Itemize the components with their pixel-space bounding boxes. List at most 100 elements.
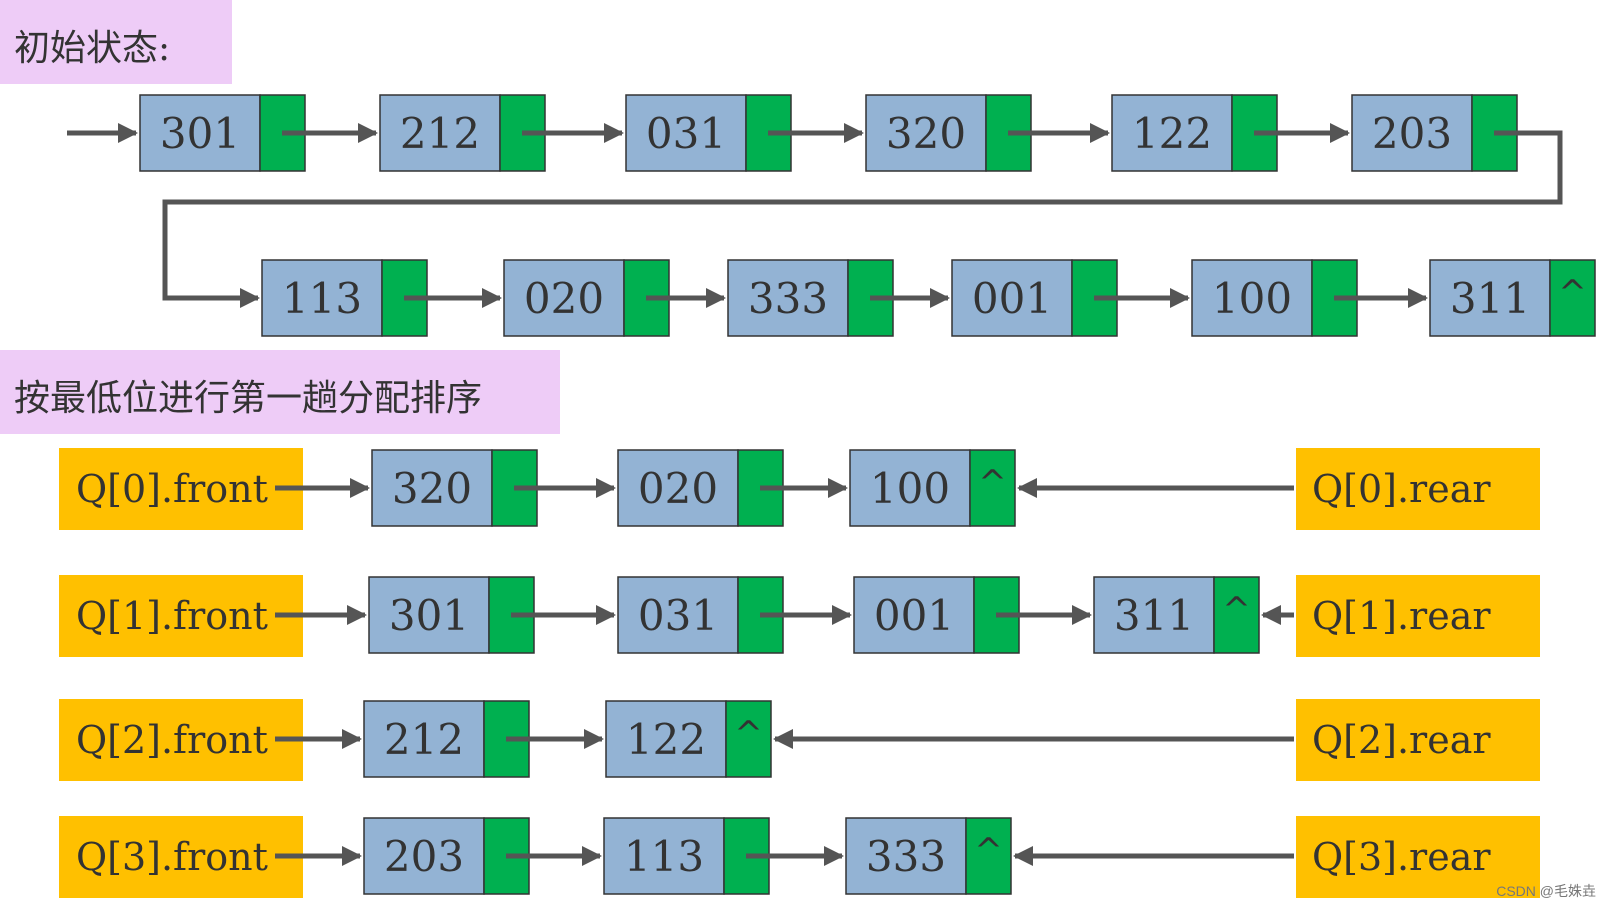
node-value-text: 311 bbox=[1450, 274, 1530, 323]
node-value-text: 301 bbox=[389, 591, 469, 640]
list-node: 212 bbox=[379, 94, 546, 172]
list-node: 020 bbox=[503, 259, 670, 337]
node-value-cell bbox=[865, 94, 987, 172]
first-pass-label: 按最低位进行第一趟分配排序 bbox=[0, 350, 560, 434]
node-value-cell bbox=[617, 576, 739, 654]
node-value-text: 122 bbox=[1132, 109, 1212, 158]
list-node: 333 bbox=[727, 259, 894, 337]
node-value-text: 031 bbox=[646, 109, 726, 158]
null-pointer-symbol: ^ bbox=[978, 463, 1007, 503]
queue-front-box bbox=[59, 699, 303, 781]
queue-front-label: Q[1].front bbox=[76, 594, 268, 638]
node-value-text: 001 bbox=[972, 274, 1052, 323]
node-value-text: 203 bbox=[384, 832, 464, 881]
queue-0: Q[0].front Q[0].rear 320 020 100 ^ bbox=[59, 448, 1540, 530]
node-value-text: 203 bbox=[1372, 109, 1452, 158]
node-value-text: 311 bbox=[1114, 591, 1194, 640]
node-value-cell bbox=[951, 259, 1073, 337]
queue-rear-box bbox=[1296, 448, 1540, 530]
null-pointer-symbol: ^ bbox=[734, 714, 763, 754]
node-value-cell bbox=[603, 817, 725, 895]
node-value-text: 001 bbox=[874, 591, 954, 640]
queue-node: 001 bbox=[853, 576, 1020, 654]
queue-front-box bbox=[59, 448, 303, 530]
queue-front-box bbox=[59, 575, 303, 657]
queue-node: 212 bbox=[363, 700, 530, 778]
node-pointer-cell bbox=[1549, 259, 1596, 337]
initial-state-highlight bbox=[0, 0, 232, 84]
queue-rear-label: Q[0].rear bbox=[1312, 467, 1491, 511]
node-value-cell bbox=[261, 259, 383, 337]
list-node: 203 bbox=[1351, 94, 1518, 172]
node-value-text: 320 bbox=[886, 109, 966, 158]
node-value-text: 212 bbox=[384, 715, 464, 764]
node-value-text: 122 bbox=[626, 715, 706, 764]
queue-front-label: Q[3].front bbox=[76, 835, 268, 879]
node-pointer-cell bbox=[1213, 576, 1260, 654]
node-value-text: 113 bbox=[282, 274, 362, 323]
queue-rear-label: Q[1].rear bbox=[1312, 594, 1491, 638]
initial-state-text: 初始状态: bbox=[14, 28, 170, 69]
queue-node: 020 bbox=[617, 449, 784, 527]
node-pointer-cell bbox=[965, 817, 1012, 895]
node-value-cell bbox=[727, 259, 849, 337]
node-value-text: 320 bbox=[392, 464, 472, 513]
queue-front-box bbox=[59, 816, 303, 898]
node-value-text: 301 bbox=[160, 109, 240, 158]
queue-rear-label: Q[3].rear bbox=[1312, 835, 1491, 879]
initial-linked-list: 301 212 031 320 122 203 113 020 333 001 100 311^ bbox=[67, 94, 1596, 337]
queue-front-label: Q[2].front bbox=[76, 718, 268, 762]
node-value-text: 333 bbox=[866, 832, 946, 881]
queue-node: 320 bbox=[371, 449, 538, 527]
list-node: 301 bbox=[139, 94, 306, 172]
node-value-text: 212 bbox=[400, 109, 480, 158]
queue-node: 301 bbox=[368, 576, 535, 654]
node-value-cell bbox=[503, 259, 625, 337]
first-pass-text: 按最低位进行第一趟分配排序 bbox=[14, 378, 482, 419]
queue-node: 333 ^ bbox=[845, 817, 1012, 895]
queue-node: 113 bbox=[603, 817, 770, 895]
queue-node: 311 ^ bbox=[1093, 576, 1260, 654]
queue-3: Q[3].front Q[3].rear 203 113 333 ^ bbox=[59, 816, 1540, 898]
list-node: 311^ bbox=[1429, 259, 1596, 337]
watermark-text: CSDN @毛姝垚 bbox=[1496, 883, 1596, 899]
node-value-cell bbox=[1351, 94, 1473, 172]
list-node: 001 bbox=[951, 259, 1118, 337]
node-value-cell bbox=[605, 700, 727, 778]
queue-node: 122 ^ bbox=[605, 700, 772, 778]
node-value-text: 333 bbox=[748, 274, 828, 323]
initial-state-label: 初始状态: bbox=[0, 0, 232, 84]
list-node: 122 bbox=[1111, 94, 1278, 172]
node-value-text: 020 bbox=[524, 274, 604, 323]
wrap-arrow bbox=[162, 130, 1563, 308]
node-value-cell bbox=[625, 94, 747, 172]
node-value-text: 100 bbox=[870, 464, 950, 513]
list-node: 031 bbox=[625, 94, 792, 172]
queue-rear-label: Q[2].rear bbox=[1312, 718, 1491, 762]
null-pointer-symbol: ^ bbox=[974, 831, 1003, 871]
list-node: 113 bbox=[261, 259, 428, 337]
node-value-cell bbox=[849, 449, 971, 527]
queue-node: 203 bbox=[363, 817, 530, 895]
node-value-cell bbox=[853, 576, 975, 654]
queue-rear-box bbox=[1296, 816, 1540, 898]
null-pointer-symbol: ^ bbox=[1222, 590, 1251, 630]
queue-rear-box bbox=[1296, 699, 1540, 781]
node-pointer-cell bbox=[969, 449, 1016, 527]
node-value-text: 100 bbox=[1212, 274, 1292, 323]
node-value-text: 020 bbox=[638, 464, 718, 513]
queue-front-label: Q[0].front bbox=[76, 467, 268, 511]
node-value-cell bbox=[368, 576, 490, 654]
queue-2: Q[2].front Q[2].rear 212 122 ^ bbox=[59, 699, 1540, 781]
queue-node: 100 ^ bbox=[849, 449, 1016, 527]
node-value-cell bbox=[1111, 94, 1233, 172]
node-value-cell bbox=[1191, 259, 1313, 337]
list-node: 100 bbox=[1191, 259, 1358, 337]
node-value-cell bbox=[1429, 259, 1551, 337]
node-value-cell bbox=[363, 817, 485, 895]
queue-rear-box bbox=[1296, 575, 1540, 657]
node-value-text: 113 bbox=[624, 832, 704, 881]
